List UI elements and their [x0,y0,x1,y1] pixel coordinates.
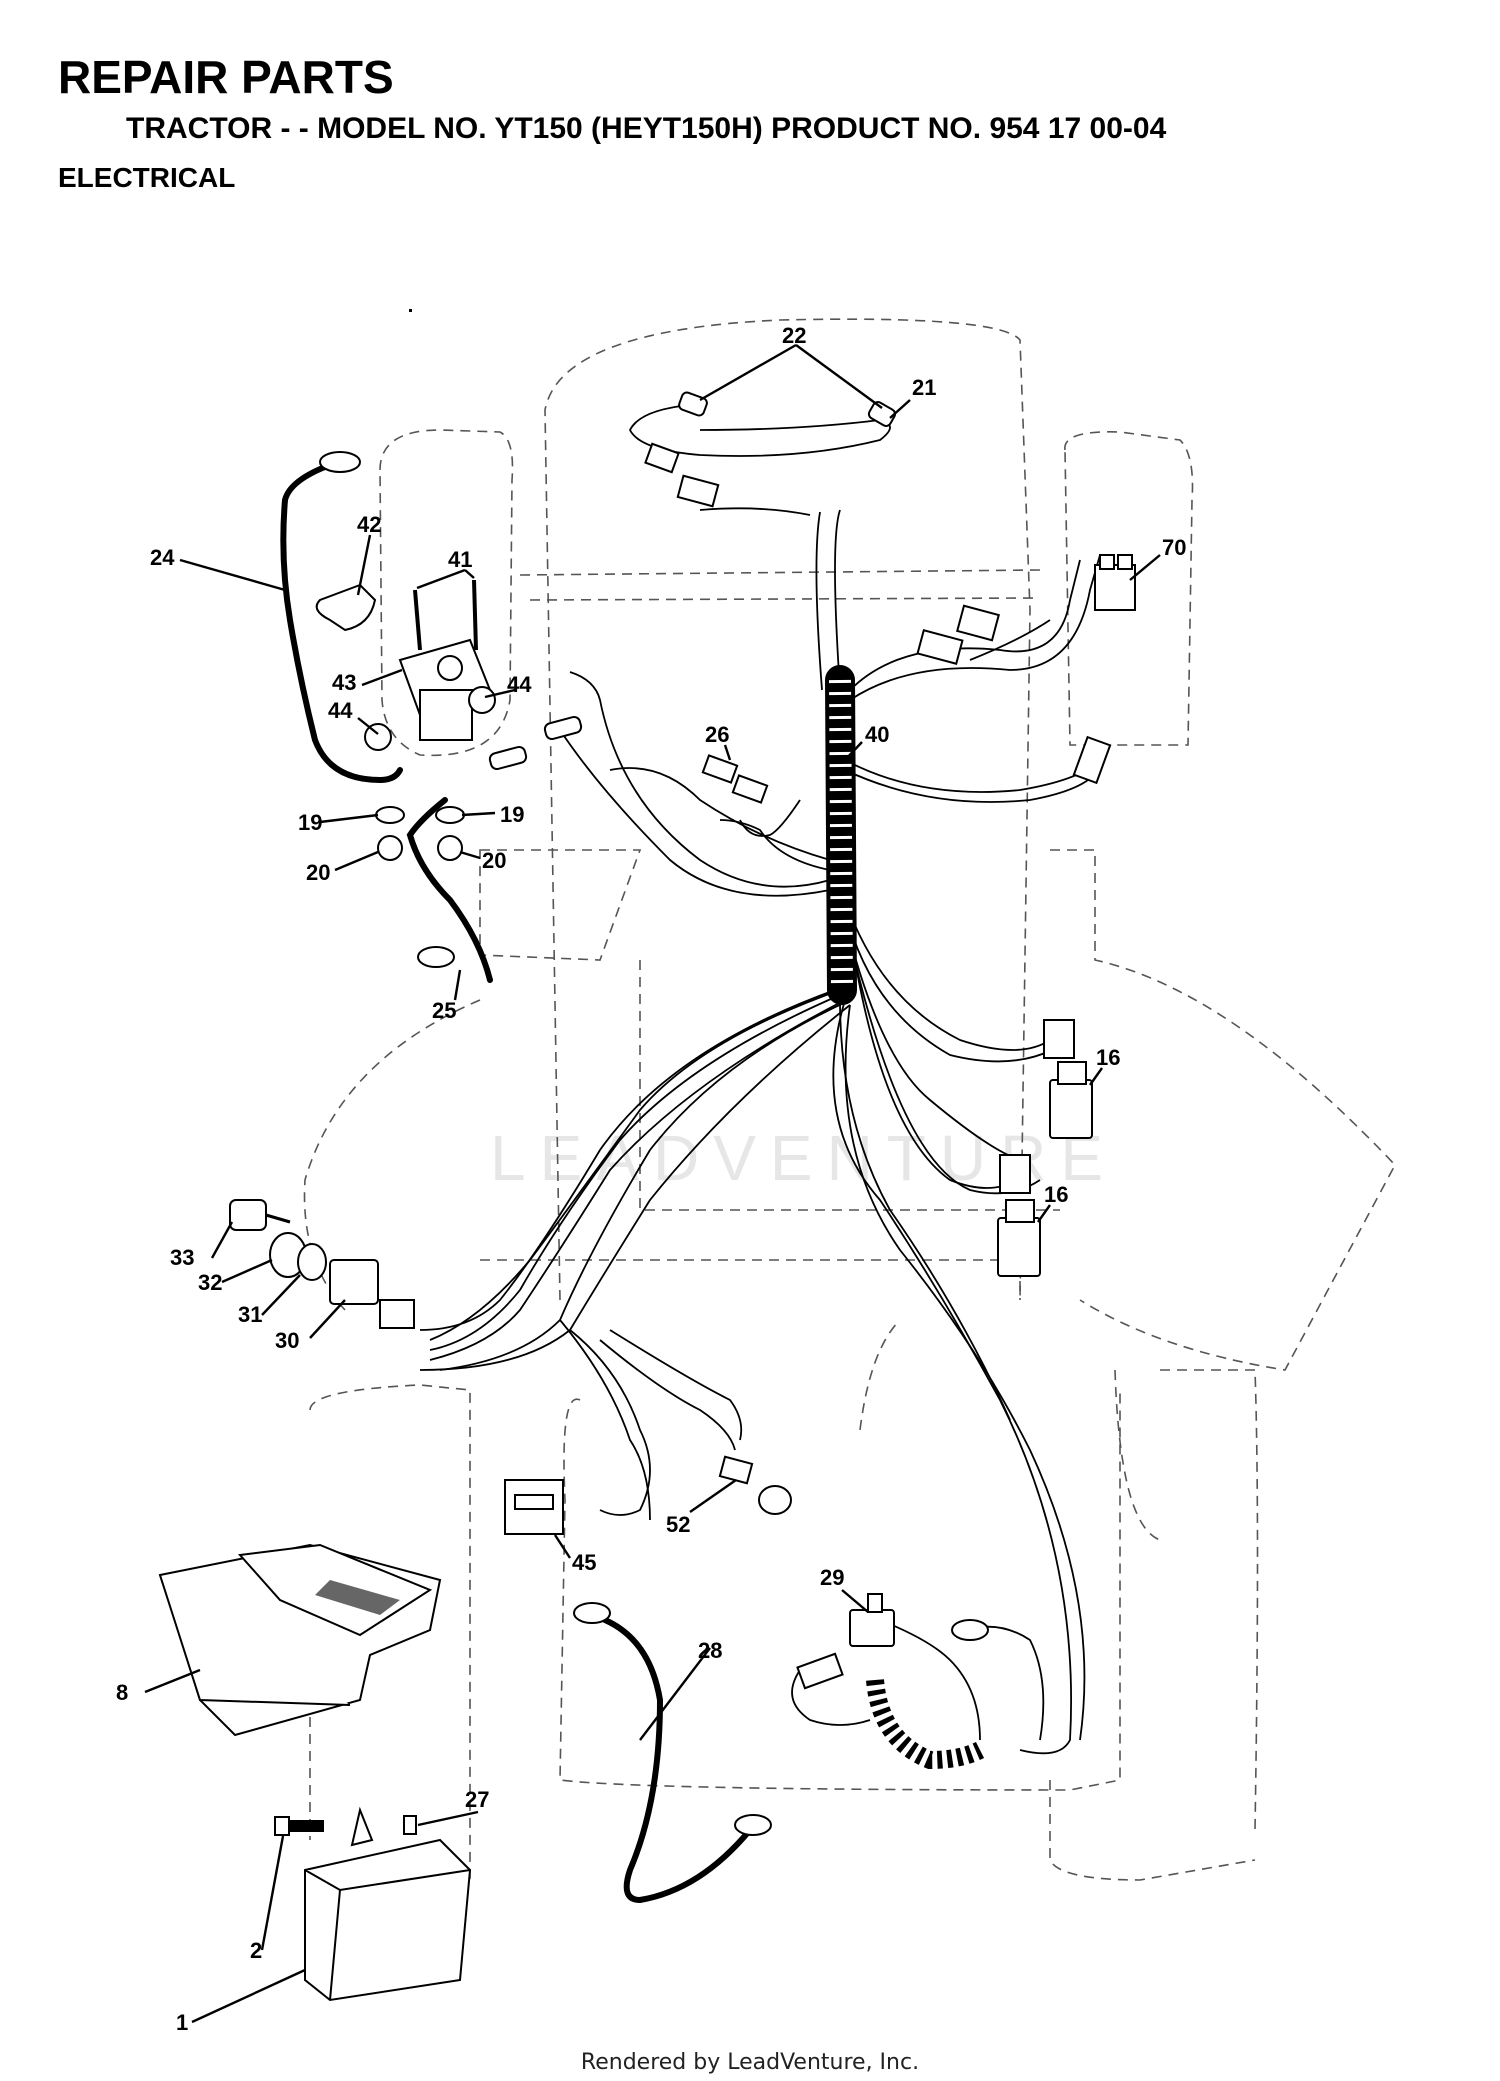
part-label-29: 29 [820,1565,844,1590]
part-label-44-right: 44 [507,672,532,697]
battery-bolt-2-27 [274,1806,417,1847]
render-credit: Rendered by LeadVenture, Inc. [580,2050,920,2075]
inline-fuse-holder [488,715,583,771]
part-label-19-right: 19 [500,802,524,827]
ignition-switch-30 [329,1259,415,1329]
heavy-cables [280,462,753,1904]
right-harness-plugs [916,604,1112,785]
connector-26 [701,754,769,804]
part-label-1: 1 [176,2010,188,2035]
part-label-31: 31 [238,1302,262,1327]
part-label-22: 22 [782,323,806,348]
solenoid-43 [398,309,492,741]
page-title: REPAIR PARTS [58,51,394,103]
part-label-45: 45 [572,1550,596,1575]
wire-loom [825,665,857,1005]
tractor-outline [303,318,1396,1901]
part-label-44-left: 44 [328,698,353,723]
connector-70 [1094,554,1136,611]
part-label-8: 8 [116,1680,128,1705]
part-label-42: 42 [357,512,381,537]
part-label-21: 21 [912,375,936,400]
part-label-20-left: 20 [306,860,330,885]
section-heading: ELECTRICAL [58,162,236,193]
part-label-52: 52 [666,1512,690,1537]
solenoid-29 [796,1593,895,1690]
boot-42 [315,583,377,632]
hour-meter-45 [504,1479,564,1535]
part-label-2: 2 [250,1938,262,1963]
part-label-41: 41 [448,547,472,572]
ignition-key-33 [229,1199,291,1231]
part-label-16-lower: 16 [1044,1182,1068,1207]
cable-terminals [319,451,989,1836]
part-label-16-upper: 16 [1096,1045,1120,1070]
switch-16-lower [997,1154,1041,1277]
part-label-43: 43 [332,670,356,695]
part-label-30: 30 [275,1328,299,1353]
headlight-bulbs [678,391,897,427]
part-label-32: 32 [198,1270,222,1295]
battery-box-8 [158,1543,442,1737]
part-label-28: 28 [698,1638,722,1663]
fuse-52 [718,1455,792,1515]
switch-16-upper [1043,1019,1093,1139]
ignition-bezel-32-31 [269,1232,327,1281]
harness-connectors-top [644,442,720,508]
model-subtitle: TRACTOR - - MODEL NO. YT150 (HEYT150H) P… [126,112,1167,145]
part-label-20-right: 20 [482,848,506,873]
part-label-70: 70 [1162,535,1186,560]
part-number-labels: 24 42 41 43 44 44 19 19 20 20 25 22 21 7… [116,323,1186,2035]
part-label-25: 25 [432,998,456,1023]
leader-lines [144,343,1161,2024]
part-label-40: 40 [865,722,889,747]
part-label-33: 33 [170,1245,194,1270]
part-label-24: 24 [150,545,175,570]
bolts-41 [413,579,478,651]
part-label-19-left: 19 [298,810,322,835]
part-label-26: 26 [705,722,729,747]
coil-cable [866,1679,985,1770]
battery-1 [304,1838,472,2002]
part-label-27: 27 [465,1787,489,1812]
wiring-harness [419,404,1101,1755]
